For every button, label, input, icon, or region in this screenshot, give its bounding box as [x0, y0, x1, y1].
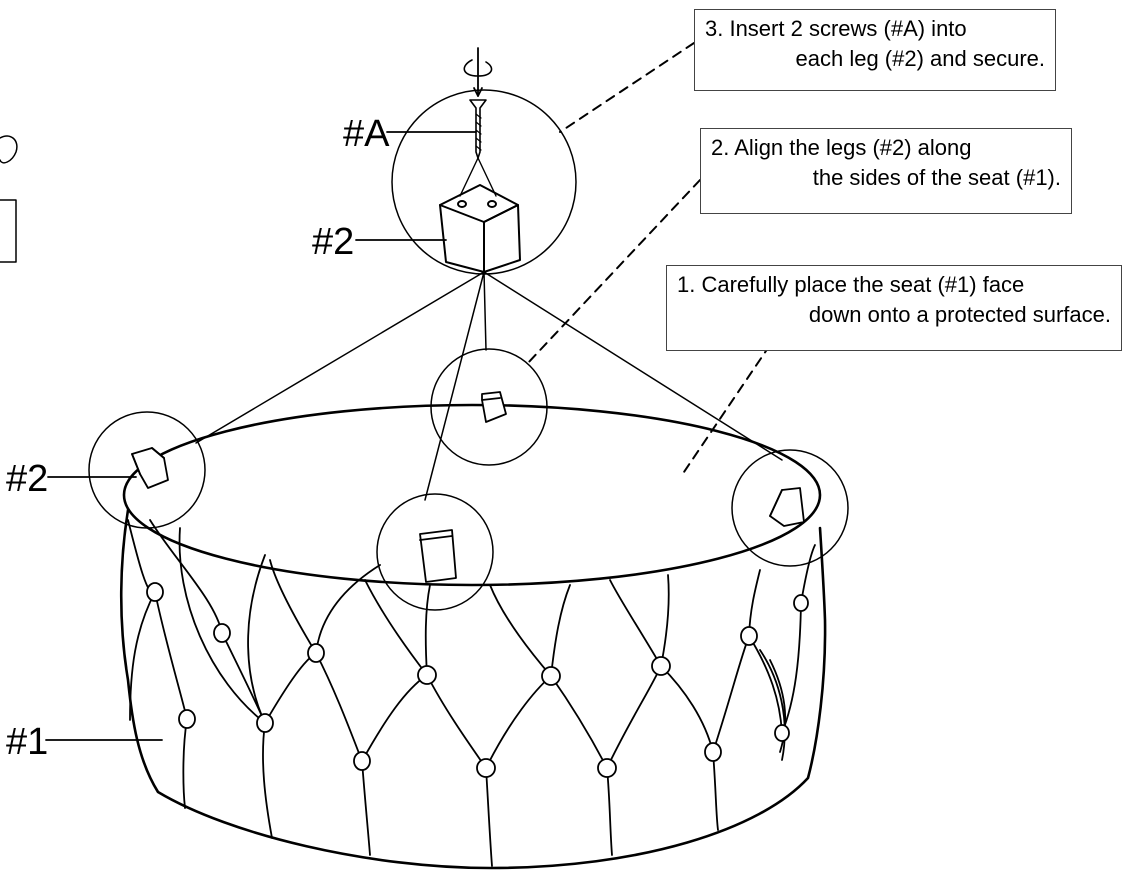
seat-top-ellipse: [122, 403, 822, 587]
step-2-line-2: the sides of the seat (#1).: [812, 165, 1061, 190]
step-3-line-2: each leg (#2) and secure.: [795, 46, 1046, 71]
detail-circle-center: [430, 348, 548, 466]
screw-part-label: #A: [343, 113, 390, 155]
step-1-line-2: down onto a protected surface.: [808, 302, 1111, 327]
step-1-line-1: 1. Carefully place the seat (#1) face: [677, 272, 1025, 297]
cropped-hardware-sketch: [0, 135, 18, 164]
leg-center: [481, 391, 507, 423]
seat-part-label: #1: [6, 721, 49, 763]
step3-leader: [559, 42, 695, 133]
leg-block-detail: [439, 184, 521, 273]
cropped-box-sketch: [0, 199, 17, 263]
leg-front: [419, 529, 457, 583]
step2-leader: [526, 179, 701, 365]
step1-leader: [683, 344, 771, 473]
seat-body-outline: [119, 508, 827, 870]
leg-right: [769, 487, 805, 527]
detail-circle-left: [88, 411, 206, 529]
leg-part-label-left: #2: [6, 458, 49, 500]
screw-icon: [469, 99, 487, 159]
detail-circle-top: [391, 89, 577, 275]
step-2-callout: 2. Align the legs (#2) along the sides o…: [700, 128, 1072, 214]
detail-circle-front: [376, 493, 494, 611]
step-2-line-1: 2. Align the legs (#2) along: [711, 135, 972, 160]
detail-circle-right: [731, 449, 849, 567]
step-3-callout: 3. Insert 2 screws (#A) into each leg (#…: [694, 9, 1056, 91]
step-1-callout: 1. Carefully place the seat (#1) face do…: [666, 265, 1122, 351]
step-3-line-1: 3. Insert 2 screws (#A) into: [705, 16, 967, 41]
leg-left: [131, 447, 169, 489]
leg-part-label-top: #2: [312, 221, 355, 263]
